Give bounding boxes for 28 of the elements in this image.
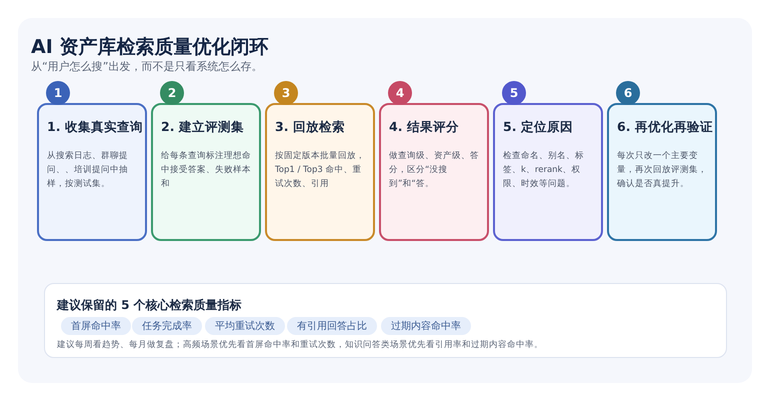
step-card	[493, 103, 603, 241]
step-card	[607, 103, 717, 241]
step-heading: 6. 再优化再验证	[617, 119, 713, 136]
panel-note: 建议每周看趋势、每月做复盘；高频场景优先看首屏命中率和重试次数，知识问答类场景优先看引用率和过期内容命中率。	[57, 339, 543, 351]
step-card	[37, 103, 147, 241]
step-description: 从搜索日志、群聊提问、、培训提问中抽样，按测试集。	[47, 150, 129, 191]
step-card	[379, 103, 489, 241]
step-heading: 1. 收集真实查询	[47, 119, 143, 136]
metric-tag: 平均重试次数	[205, 317, 285, 335]
step-description: 做查询级、资产级、答分，区分“没搜到”和“答。	[389, 150, 480, 191]
step-heading: 4. 结果评分	[389, 119, 459, 136]
step-heading: 5. 定位原因	[503, 119, 573, 136]
step-description: 检查命名、别名、标签、k、rerank、权限、时效等问题。	[503, 150, 585, 191]
metric-tag: 首屏命中率	[61, 317, 131, 335]
metric-tag: 任务完成率	[132, 317, 202, 335]
subtitle: 从“用户怎么搜”出发，而不是只看系统怎么存。	[31, 59, 262, 74]
step-heading: 3. 回放检索	[275, 119, 345, 136]
step-card	[265, 103, 375, 241]
title: AI 资产库检索质量优化闭环	[31, 35, 268, 60]
panel-heading: 建议保留的 5 个核心检索质量指标	[57, 297, 242, 314]
step-description: 每次只改一个主要变量，再次回放评测集，确认是否真提升。	[617, 150, 708, 191]
metrics-panel	[44, 283, 727, 358]
metric-tag: 过期内容命中率	[381, 317, 471, 335]
step-heading: 2. 建立评测集	[161, 119, 244, 136]
step-card	[151, 103, 261, 241]
metric-tag: 有引用回答占比	[287, 317, 377, 335]
step-description: 按固定版本批量回放，Top1 / Top3 命中、重试次数、引用	[275, 150, 366, 191]
step-description: 给每条查询标注理想命中接受答案、失败样本和	[161, 150, 252, 191]
